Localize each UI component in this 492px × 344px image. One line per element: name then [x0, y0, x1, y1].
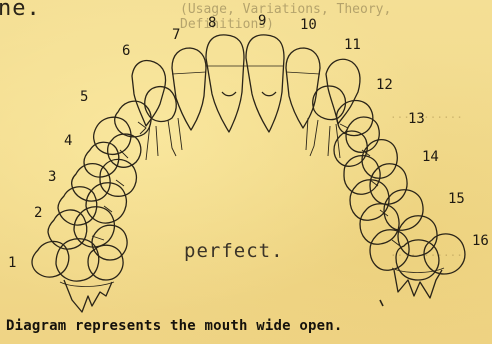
tooth-number-3: 3	[48, 170, 56, 184]
tooth-number-9: 9	[258, 14, 266, 28]
tooth-10	[286, 48, 320, 128]
tooth-number-14: 14	[422, 150, 439, 164]
diagram-caption: Diagram represents the mouth wide open.	[6, 318, 343, 334]
tooth-number-2: 2	[34, 206, 42, 220]
tooth-number-1: 1	[8, 256, 16, 270]
tooth-number-5: 5	[80, 90, 88, 104]
tooth-number-10: 10	[300, 18, 317, 32]
tooth-16	[424, 234, 465, 274]
tooth-number-6: 6	[122, 44, 130, 58]
tooth-9	[246, 35, 284, 132]
tooth-number-11: 11	[344, 38, 361, 52]
tooth-11	[326, 59, 360, 124]
tooth-number-15: 15	[448, 192, 465, 206]
tooth-7	[172, 48, 206, 130]
tooth-number-12: 12	[376, 78, 393, 92]
center-label: perfect.	[184, 240, 284, 262]
tooth-number-16: 16	[472, 234, 489, 248]
tooth-number-13: 13	[408, 112, 425, 126]
tooth-number-7: 7	[172, 28, 180, 42]
tooth-number-8: 8	[208, 16, 216, 30]
tooth-number-4: 4	[64, 134, 72, 148]
tooth-1	[32, 241, 69, 277]
tooth-8	[206, 35, 244, 132]
